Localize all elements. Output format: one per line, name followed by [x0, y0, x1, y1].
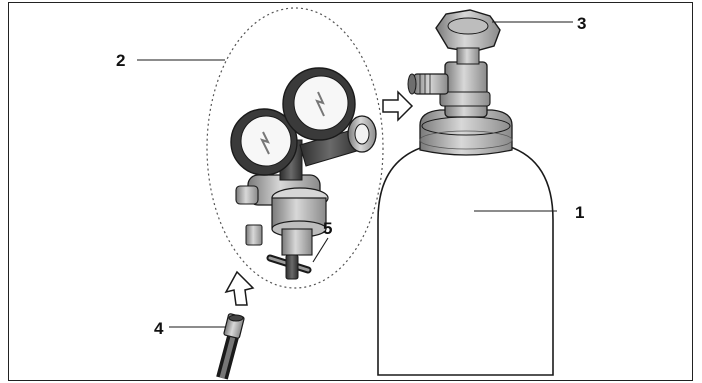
regulator-highlight-circle [206, 7, 384, 289]
callout-4: 4 [154, 319, 164, 338]
callout-5: 5 [323, 219, 333, 238]
callout-1: 1 [575, 203, 585, 222]
cylinder-valve [407, 9, 501, 118]
figure-frame [8, 2, 693, 381]
gas-hose [216, 313, 245, 380]
callout-3: 3 [577, 14, 587, 33]
gas-cylinder [377, 109, 554, 376]
connection-arrow-valve [382, 90, 414, 122]
callout-2: 2 [116, 51, 126, 70]
connection-arrow-regulator [224, 270, 255, 306]
pressure-regulator [230, 67, 377, 280]
leader-line-5 [312, 237, 329, 263]
